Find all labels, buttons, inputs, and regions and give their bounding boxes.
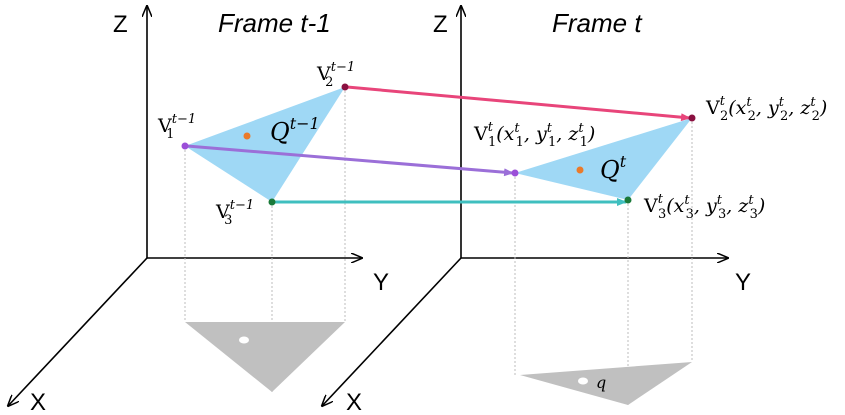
projection-centroid-prev	[239, 336, 249, 344]
right-axes: Z Y X	[322, 6, 751, 415]
triangle-curr	[515, 118, 692, 200]
right-y-label: Y	[735, 269, 751, 296]
frame-curr-title: Frame t	[552, 8, 643, 38]
projection-centroid-curr	[578, 377, 588, 385]
vertex-v2-prev	[341, 83, 349, 91]
vertex-v1-prev	[181, 142, 189, 150]
projection-triangle-prev	[185, 322, 345, 392]
arrow-v2	[346, 85, 691, 122]
triangle-prev	[185, 87, 345, 202]
left-axes: Z Y X	[8, 6, 389, 415]
q-proj-label: q	[596, 373, 606, 392]
label-q-prev: Qt−1	[270, 114, 320, 146]
centroid-curr	[576, 166, 584, 174]
projection-triangle-curr	[520, 362, 692, 405]
left-x-label: X	[30, 389, 46, 415]
vertex-v3-prev	[268, 198, 276, 206]
left-y-label: Y	[373, 269, 389, 296]
label-q-curr: Qt	[600, 152, 627, 184]
arrow-v1	[186, 144, 514, 177]
right-x-label: X	[346, 389, 362, 415]
right-z-label: Z	[433, 11, 448, 38]
frame-prev-title: Frame t-1	[218, 8, 331, 38]
left-z-label: Z	[113, 11, 128, 38]
centroid-prev	[243, 132, 251, 140]
vertex-v3-curr	[624, 196, 632, 204]
vertex-v1-curr	[511, 169, 519, 177]
left-x-axis	[8, 257, 148, 406]
vertex-v2-curr	[688, 114, 696, 122]
right-x-axis	[322, 257, 462, 406]
projection-guides	[184, 87, 693, 405]
